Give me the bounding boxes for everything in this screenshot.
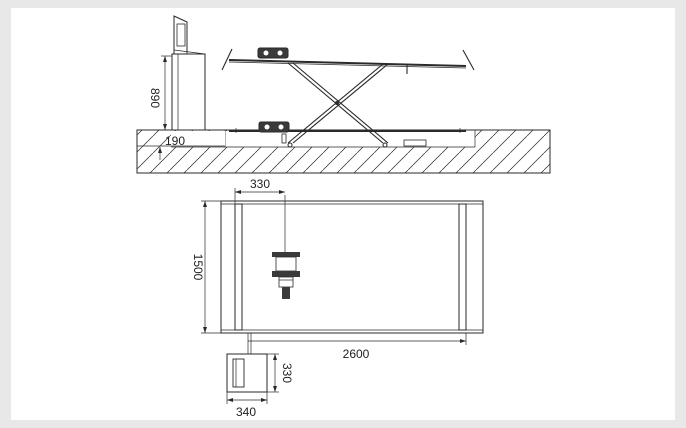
control-unit-plan	[226, 353, 268, 393]
label-2600: 2600	[343, 347, 370, 361]
dimension-1500: 1500	[191, 200, 221, 334]
dimension-890: 890	[148, 55, 172, 130]
label-330-unit: 330	[280, 363, 294, 383]
label-330-top: 330	[250, 177, 270, 191]
turntable-plan	[272, 195, 300, 299]
dimension-2600: 2600	[248, 333, 467, 361]
platform-lowered	[229, 121, 466, 147]
side-elevation: 890 190	[136, 15, 551, 174]
ramp-left	[234, 203, 243, 331]
plan-view: 330 1500 2600	[191, 177, 484, 419]
control-column-side	[171, 15, 206, 131]
dimension-330-unit: 330	[267, 353, 294, 393]
turntable-lowered	[258, 121, 290, 133]
dimension-330-top: 330	[234, 177, 285, 204]
scissor-mechanism	[287, 62, 389, 148]
ramp-right	[458, 203, 467, 331]
label-190: 190	[165, 134, 185, 148]
turntable-top	[257, 47, 289, 59]
platform-raised	[221, 47, 475, 74]
dimension-190: 190	[158, 134, 185, 160]
column-foot-zone	[171, 131, 225, 147]
label-340: 340	[236, 405, 256, 419]
label-890: 890	[148, 88, 162, 108]
label-1500: 1500	[191, 254, 205, 281]
lift-pit	[225, 131, 475, 147]
platform-plan	[220, 200, 484, 334]
dimension-340: 340	[226, 392, 268, 419]
